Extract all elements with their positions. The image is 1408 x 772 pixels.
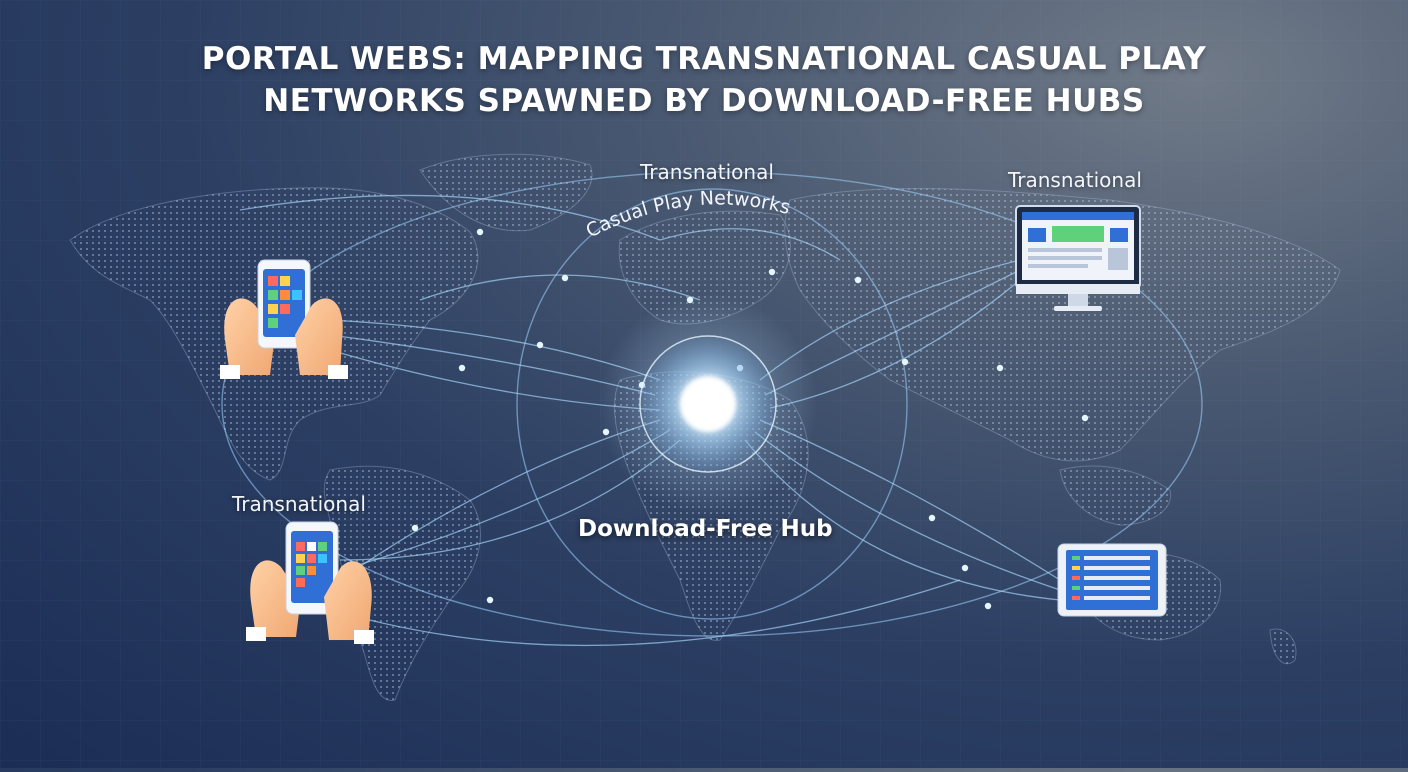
desktop-monitor-icon (1015, 205, 1141, 311)
node-dot (476, 228, 484, 236)
node-dot (901, 358, 909, 366)
node-dot (768, 268, 776, 276)
continent-southeast-asia (1059, 465, 1172, 526)
hub-label: Download-Free Hub (578, 516, 833, 542)
node-dot (458, 364, 466, 372)
node-dot (1081, 414, 1089, 422)
node-dot (854, 276, 862, 284)
page-title: PORTAL WEBS: MAPPING TRANSNATIONAL CASUA… (0, 38, 1408, 122)
tablet-icon (1057, 543, 1167, 617)
orbit-rings (221, 171, 1203, 637)
orbit-ring-inner (516, 188, 908, 620)
link-arc-north-2 (659, 228, 841, 261)
bottom-left-label: Transnational (232, 492, 366, 516)
link-arc-north-1 (239, 194, 661, 241)
continent-greenland (419, 153, 593, 232)
node-dot (411, 524, 419, 532)
node-dot (928, 514, 936, 522)
continent-asia (784, 187, 1341, 462)
node-dot (961, 564, 969, 572)
hub-orb-icon (598, 294, 818, 514)
node-dot (984, 602, 992, 610)
link-arc-europe (419, 274, 701, 301)
node-dot (561, 274, 569, 282)
continent-new-zealand (1269, 628, 1297, 665)
smartphone-in-hands-icon (246, 521, 374, 644)
node-dot (996, 364, 1004, 372)
title-line-1: PORTAL WEBS: MAPPING TRANSNATIONAL CASUA… (201, 41, 1207, 77)
node-dot (536, 341, 544, 349)
node-dot (486, 596, 494, 604)
title-line-2: NETWORKS SPAWNED BY DOWNLOAD-FREE HUBS (263, 83, 1145, 119)
link-arc-south-1 (299, 579, 961, 647)
orbit-ring-outer (221, 171, 1203, 637)
network-top-label: Transnational (640, 160, 774, 184)
top-right-label: Transnational (1008, 168, 1142, 192)
smartphone-in-hands-icon (220, 259, 348, 379)
